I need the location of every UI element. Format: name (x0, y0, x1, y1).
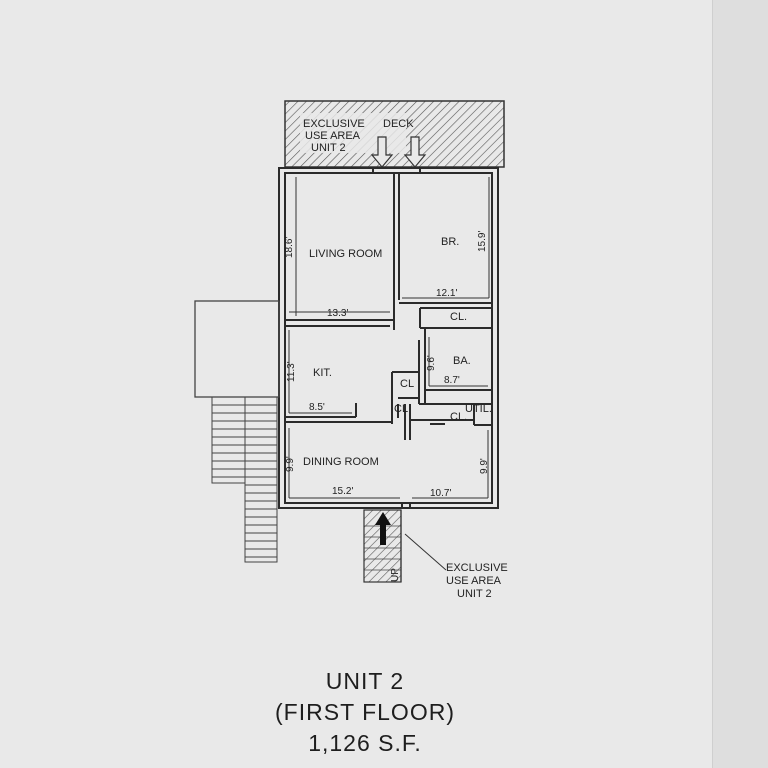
arrow-up-icon (375, 512, 391, 545)
living-room-label: LIVING ROOM (309, 248, 382, 260)
dining-depth-right-dim: 9.9' (479, 458, 490, 474)
kitchen-label: KIT. (313, 367, 332, 379)
bath-depth-dim: 9.6' (426, 355, 437, 371)
bedroom-width-dim: 12.1' (436, 288, 457, 299)
title-floor: (FIRST FLOOR) (275, 699, 455, 725)
exterior-stair (211, 396, 278, 563)
side-porch (194, 300, 280, 398)
bath-label: BA. (453, 355, 471, 367)
arrow-down-icon (403, 136, 427, 168)
closet-small-label-2: CL (394, 403, 408, 415)
kitchen-width-dim: 8.5' (309, 402, 325, 413)
bath-width-dim: 8.7' (444, 375, 460, 386)
living-width-dim: 13.3' (327, 308, 348, 319)
dining-width-right-dim: 10.7' (430, 488, 451, 499)
title-unit: UNIT 2 (325, 668, 405, 694)
util-label: UTIL. (465, 403, 492, 415)
sheet-edge (712, 0, 768, 768)
dining-width-left-dim: 15.2' (332, 486, 353, 497)
leader-line (404, 533, 447, 571)
stair-area-label-line3: UNIT 2 (457, 588, 492, 600)
dimension-lines (288, 177, 490, 499)
deck-label-bg (300, 113, 406, 153)
living-depth-dim: 18.6' (284, 237, 295, 258)
dining-room-label: DINING ROOM (303, 456, 379, 468)
deck-label-line3: UNIT 2 (311, 142, 346, 154)
dining-depth-left-dim: 9.9' (285, 456, 296, 472)
deck-label-line1: EXCLUSIVE (303, 118, 365, 130)
bedroom-depth-dim: 15.9' (477, 231, 488, 252)
deck-word: DECK (383, 118, 414, 130)
floor-plan: EXCLUSIVE USE AREA UNIT 2 DECK (194, 100, 508, 600)
deck-label-line2: USE AREA (305, 130, 361, 142)
title-area: 1,126 S.F. (308, 730, 422, 756)
stair-up-label: UP (390, 568, 401, 582)
kitchen-depth-dim: 11.3' (286, 361, 297, 382)
closet-small-label: CL (400, 378, 414, 390)
arrow-down-icon (370, 136, 394, 168)
interior-walls (285, 168, 492, 508)
stair-area-label-line2: USE AREA (446, 575, 502, 587)
stair-area-label-line1: EXCLUSIVE (446, 562, 508, 574)
title-block: UNIT 2 (FIRST FLOOR) 1,126 S.F. (220, 666, 510, 759)
closet-label-2: CL. (450, 411, 467, 423)
bedroom-label: BR. (441, 236, 459, 248)
closet-label: CL. (450, 311, 467, 323)
